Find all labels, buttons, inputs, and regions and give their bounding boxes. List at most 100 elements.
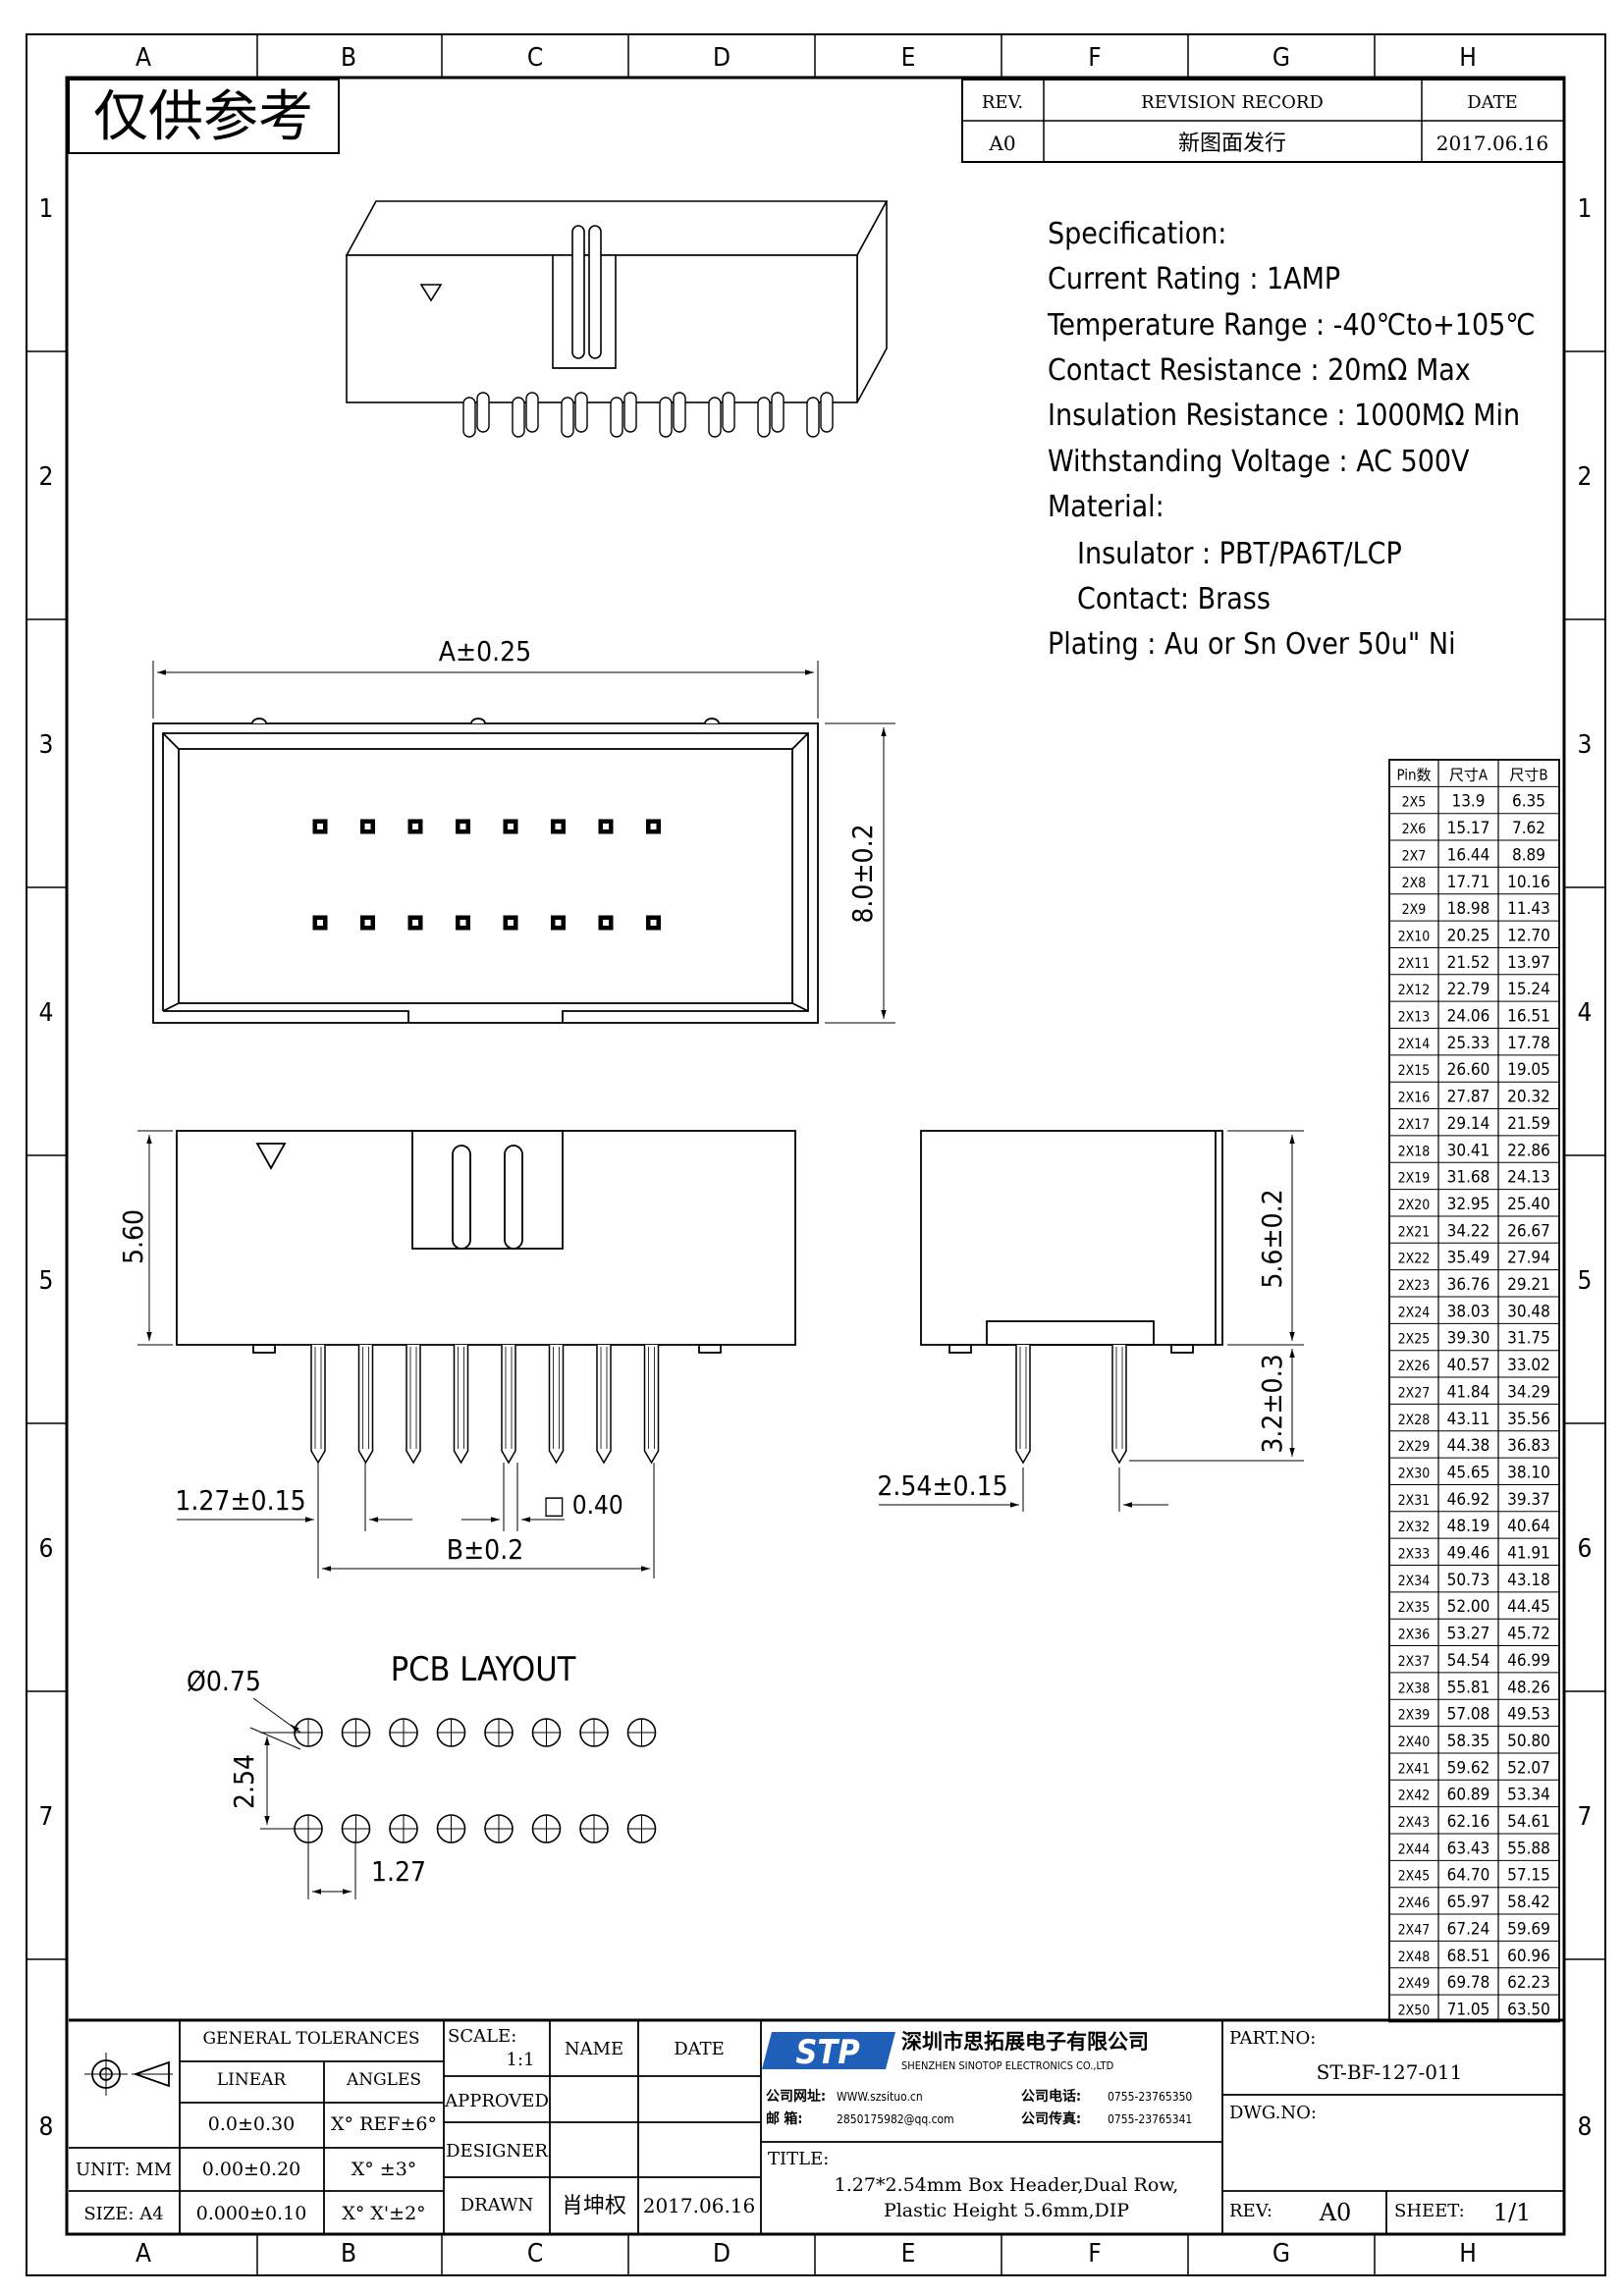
pin-table-cell: 2X38 [1398,1681,1431,1696]
pin-table-cell: 20.25 [1447,926,1490,945]
pin-table-cell: 2X37 [1398,1654,1431,1670]
pin-table-cell: 2X15 [1398,1063,1431,1079]
pin-table-cell: 2X40 [1398,1735,1431,1750]
pin-table-cell: 2X17 [1398,1117,1431,1133]
pin-table-cell: 13.9 [1451,792,1485,812]
pin-table-cell: 8.89 [1512,845,1545,865]
pin-table-cell: 2X44 [1398,1842,1431,1857]
pin-table-cell: 60.96 [1507,1947,1550,1966]
pin-table-cell: 19.05 [1507,1060,1550,1080]
pin-table-cell: 2X24 [1398,1305,1431,1320]
pin-table-cell: 35.56 [1507,1410,1550,1429]
pin-table-cell: 59.62 [1447,1758,1490,1778]
tel-value: 0755-23765350 [1108,2090,1192,2104]
spec-line: Insulation Resistance : 1000MΩ Min [1048,399,1520,433]
tol-angle: X° X'±2° [342,2203,425,2224]
spec-line: Contact: Brass [1077,582,1271,616]
company-name-en: SHENZHEN SINOTOP ELECTRONICS CO.,LTD [901,2059,1114,2072]
pin-table-cell: 31.68 [1447,1168,1490,1188]
zone-letter: D [713,2239,731,2269]
pin-table-cell: 2X7 [1402,848,1427,864]
revision-date: 2017.06.16 [1436,132,1549,155]
pin-table-cell: 2X22 [1398,1252,1431,1267]
pin-table-cell: 33.02 [1507,1356,1550,1375]
pin-table-cell: 52.00 [1447,1597,1490,1617]
pin-table-cell: 46.99 [1507,1651,1550,1671]
pin-table-cell: 30.41 [1447,1141,1490,1160]
pin-table-cell: 2X49 [1398,1976,1431,1992]
pin-table-cell: 2X35 [1398,1600,1431,1616]
stamp-text: 仅供参考 [93,85,313,149]
zone-number: 8 [1578,2112,1593,2142]
dim-b-label: B±0.2 [447,1533,523,1566]
drawn-label: DRAWN [460,2195,534,2216]
pin-table-cell: 2X43 [1398,1815,1431,1831]
zone-letter: D [713,43,731,73]
zone-dividers [27,34,1605,2275]
pin-table-cell: 16.51 [1507,1007,1550,1027]
pin-table-cell: 2X50 [1398,2002,1431,2018]
top-view-pins [312,819,661,931]
name-label: NAME [565,2039,623,2059]
web-label: 公司网址: [766,2088,826,2105]
pin-table-cell: 44.38 [1447,1436,1490,1456]
pin-table-cell: 31.75 [1507,1329,1550,1349]
pin-table-cell: 69.78 [1447,1973,1490,1993]
dim-height-top: 8.0±0.2 [846,824,879,923]
angles-label: ANGLES [346,2070,421,2090]
pin-table-cell: 2X30 [1398,1466,1431,1481]
pcb-holes [294,1718,657,1843]
pin-table-cell: 53.34 [1507,1786,1550,1805]
spec-line: Material: [1048,490,1164,524]
company-block: STP 深圳市思拓展电子有限公司 SHENZHEN SINOTOP ELECTR… [762,2030,1192,2221]
pin-table-cell: 17.71 [1447,873,1490,892]
zone-letter: H [1459,2239,1477,2269]
pin-table-cell: 2X48 [1398,1949,1431,1965]
pin-table-cell: 40.57 [1447,1356,1490,1375]
fax-value: 0755-23765341 [1108,2112,1192,2126]
pin-table-cell: 2X11 [1398,956,1431,972]
pin-table-cell: 29.14 [1447,1114,1490,1134]
spec-line: Temperature Range : -40℃to+105℃ [1047,308,1536,343]
rev-value: A0 [988,132,1015,155]
pin-table-cell: 2X31 [1398,1493,1431,1509]
pin-table-cell: 25.33 [1447,1034,1490,1053]
linear-label: LINEAR [217,2070,288,2090]
pin-table-cell: 64.70 [1447,1866,1490,1886]
pin-table-cell: 53.27 [1447,1625,1490,1644]
dim-pitch: 1.27±0.15 [175,1484,305,1517]
title-line-1: 1.27*2.54mm Box Header,Dual Row, [835,2174,1179,2196]
pin-table-cell: 2X21 [1398,1224,1431,1240]
zone-letter: C [527,2239,543,2269]
zone-number: 5 [1578,1266,1593,1296]
pin-table-cell: 48.26 [1507,1678,1550,1697]
pin-table-cell: 43.11 [1447,1410,1490,1429]
side-view-pins [1015,1345,1127,1465]
side-view [879,1130,1304,1512]
tol-angle: X° ±3° [352,2159,417,2180]
pin-table-cell: 2X18 [1398,1144,1431,1159]
approved-label: APPROVED [444,2091,549,2111]
pin-table-cell: 2X45 [1398,1869,1431,1885]
pin-table-cell: 2X19 [1398,1171,1431,1187]
pin-table-cell: 39.30 [1447,1329,1490,1349]
zone-numbers-right: 1 2 3 4 5 6 7 8 [1578,194,1593,2142]
sheet-value: 1/1 [1493,2199,1532,2226]
pcb-layout-title: PCB LAYOUT [391,1650,576,1689]
pin-table-cell: 48.19 [1447,1517,1490,1536]
spec-line: Contact Resistance : 20mΩ Max [1048,353,1471,388]
pin-table-cell: 2X34 [1398,1574,1431,1589]
pin-table-cell: 13.97 [1507,953,1550,973]
pin-table-cell: 2X29 [1398,1439,1431,1455]
pin-table-cell: 43.18 [1507,1571,1550,1590]
pin-table-cell: 65.97 [1447,1893,1490,1912]
zone-number: 3 [1578,730,1593,760]
pin-table-header: Pin数 [1396,766,1431,783]
scale-value: 1:1 [507,2050,535,2070]
tol-linear: 0.000±0.10 [196,2203,307,2224]
pin-table-cell: 2X8 [1402,876,1427,891]
spec-line: Plating : Au or Sn Over 50u" Ni [1048,627,1456,662]
pin-table-cell: 57.15 [1507,1866,1550,1886]
